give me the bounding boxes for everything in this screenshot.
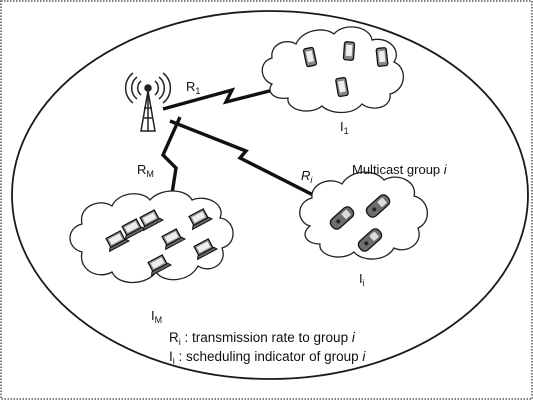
- indicator-i-label: Ii: [359, 271, 365, 288]
- rate-m-label: RM: [137, 162, 154, 179]
- laptop-icon: [105, 230, 131, 253]
- laptop-icon: [121, 218, 147, 241]
- smartphone-icon: [335, 76, 349, 98]
- laptop-icon: [188, 208, 214, 231]
- radio-tower-icon: [124, 72, 172, 132]
- group-1-devices: [302, 41, 389, 98]
- indicator-1-label: I1: [340, 119, 349, 136]
- group-1-cloud: [261, 26, 404, 114]
- mobile-phone-icon: [365, 194, 391, 218]
- laptop-icon: [147, 254, 173, 277]
- laptop-icon: [161, 228, 187, 251]
- base-station: [124, 72, 172, 132]
- multicast-group-label: Multicast group i: [352, 162, 448, 177]
- cell-coverage-ellipse: [11, 10, 529, 380]
- group-i-devices: [329, 194, 391, 252]
- laptop-icon: [193, 238, 219, 261]
- link-to-group-i: [169, 119, 324, 202]
- smartphone-icon: [375, 47, 389, 67]
- group-m-devices: [105, 208, 219, 277]
- link-to-group-1: [162, 83, 294, 111]
- rate-1-label: R1: [186, 79, 200, 96]
- smartphone-icon: [302, 46, 318, 68]
- mobile-phone-icon: [357, 228, 383, 252]
- indicator-m-label: IM: [151, 308, 162, 325]
- legend-rate: Ri : transmission rate to group i: [169, 330, 356, 347]
- smartphone-icon: [342, 41, 356, 61]
- legend-indicator: Ii : scheduling indicator of group i: [169, 349, 366, 366]
- group-i-cloud: [299, 171, 428, 260]
- laptop-icon: [139, 209, 165, 232]
- legend: Ri : transmission rate to group i Ii : s…: [169, 330, 366, 366]
- group-m-cloud: [69, 190, 234, 284]
- rate-i-label: Ri: [301, 168, 313, 185]
- mobile-phone-icon: [329, 206, 355, 230]
